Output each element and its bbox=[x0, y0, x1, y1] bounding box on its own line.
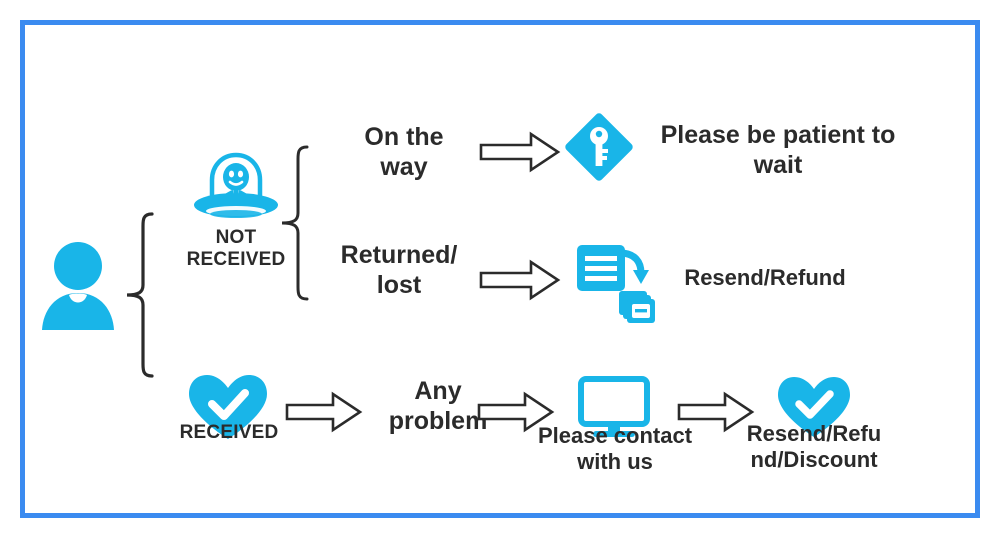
contact-us-label: Please contact with us bbox=[537, 423, 693, 474]
brace-not-received bbox=[277, 143, 313, 303]
be-patient-label: Please be patient to wait bbox=[660, 121, 896, 179]
brace-customer bbox=[121, 210, 157, 380]
heart-check-icon bbox=[185, 373, 271, 443]
returned-lost-label: Returned/ lost bbox=[340, 241, 458, 299]
heart-check-icon bbox=[774, 375, 854, 441]
any-problem-label: Any problem bbox=[388, 377, 488, 435]
arrow-right-icon bbox=[675, 390, 757, 434]
monitor-icon bbox=[575, 375, 653, 441]
person-icon bbox=[39, 233, 117, 333]
resend-refund-label: Resend/Refund bbox=[684, 265, 846, 290]
on-the-way-label: On the way bbox=[364, 123, 444, 181]
diagram-frame: NOT RECEIVED On the way Plea bbox=[20, 20, 980, 518]
key-diamond-icon bbox=[559, 107, 639, 187]
arrow-right-icon bbox=[477, 258, 563, 302]
resend-refund-discount-label: Resend/Refu nd/Discount bbox=[746, 421, 882, 472]
arrow-right-icon bbox=[477, 130, 563, 174]
document-refresh-icon bbox=[573, 239, 663, 325]
arrow-right-icon bbox=[283, 390, 365, 434]
not-received-label: NOT RECEIVED bbox=[186, 227, 286, 271]
ufo-icon bbox=[188, 140, 284, 226]
arrow-right-icon bbox=[475, 390, 557, 434]
received-label: RECEIVED bbox=[179, 422, 279, 443]
